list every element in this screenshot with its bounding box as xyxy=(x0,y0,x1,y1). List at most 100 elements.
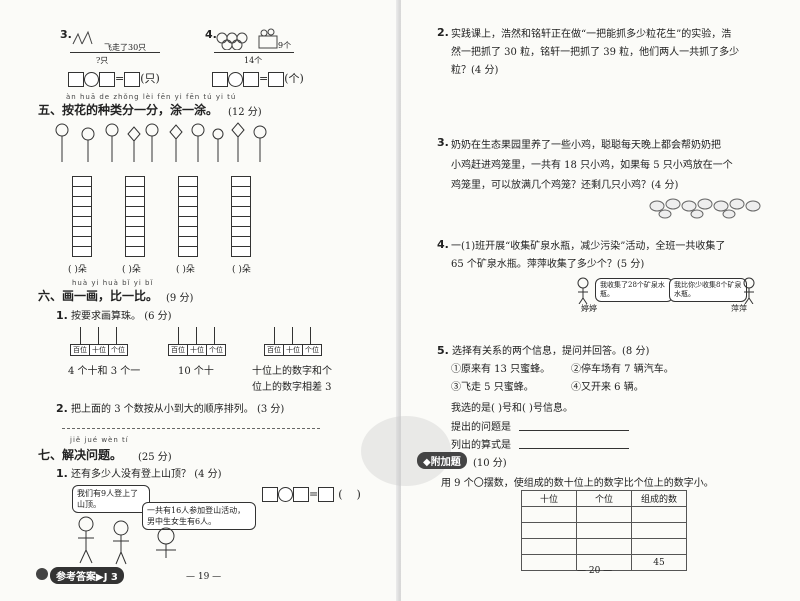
r-q2-text: 实践课上，浩然和铭轩正在做“一把能抓多少粒花生”的实验，浩然一把抓了 30 粒，… xyxy=(451,29,740,76)
operator-circle[interactable] xyxy=(278,487,293,502)
pears-illustration xyxy=(216,32,248,50)
abacus-b-label: 10 个十 xyxy=(178,366,214,377)
r-q5-opt3: ③飞走 5 只蜜蜂。 xyxy=(451,382,534,393)
q4-brace xyxy=(214,52,294,53)
q3-unit: (只) xyxy=(140,72,160,85)
q4-equation: =(个) xyxy=(212,70,304,87)
q3-brace xyxy=(70,52,160,53)
sec5-score: (12 分) xyxy=(228,107,262,118)
operator-circle[interactable] xyxy=(84,71,99,87)
watermark-seal xyxy=(361,416,451,486)
color-bar-3[interactable] xyxy=(178,176,198,257)
abacus-b[interactable]: 百位十位个位 xyxy=(168,344,226,356)
operator-circle[interactable] xyxy=(228,71,243,87)
sec6-score: (9 分) xyxy=(166,293,194,304)
answer-box[interactable] xyxy=(262,487,278,502)
pingping-bubble: 我比你少收集8个矿泉水瓶。 xyxy=(669,278,747,302)
extra-title: ◆附加题 xyxy=(417,452,467,469)
sec6-q2-answer-line[interactable] xyxy=(62,428,320,429)
answer-box[interactable] xyxy=(124,71,141,87)
book-gutter xyxy=(396,0,404,601)
chicks-illustration xyxy=(649,198,761,219)
sec7-score: (25 分) xyxy=(138,452,172,463)
sec6-q2-text: 把上面的 3 个数按从小到大的顺序排列。 xyxy=(71,404,254,415)
answer-box[interactable] xyxy=(318,487,335,502)
abacus-c[interactable]: 百位十位个位 xyxy=(264,344,322,356)
page-number-19: — 19 — xyxy=(186,572,222,582)
r-q5-ask-label: 提出的问题是 xyxy=(451,422,511,433)
r-q5-opt1: ①原来有 13 只蜜蜂。 xyxy=(451,364,551,375)
answer-box[interactable] xyxy=(268,71,285,87)
color-bar-1[interactable] xyxy=(72,176,92,257)
r-q5-ask-line[interactable] xyxy=(519,430,629,431)
r-q5-formula-line[interactable] xyxy=(519,448,629,449)
sec7-q1: 1. 还有多少人没有登上山顶？ (4 分) xyxy=(56,465,222,480)
flower-count-3: ( )朵 xyxy=(176,265,195,275)
footer-logo-icon xyxy=(36,568,48,580)
abacus-a[interactable]: 百位十位个位 xyxy=(70,344,128,356)
girl-tingting-icon xyxy=(577,277,589,304)
answer-box[interactable] xyxy=(243,71,259,87)
sec7-pinyin: jiě jué wèn tí xyxy=(70,436,129,444)
q4-count: 9个 xyxy=(278,41,292,50)
answer-table[interactable]: 十位个位组成的数 45 xyxy=(521,490,687,571)
answer-box[interactable] xyxy=(293,487,309,502)
color-bar-4[interactable] xyxy=(231,176,251,257)
sec7-q1-number: 1. xyxy=(56,467,68,480)
sec6-q1: 1. 按要求画算珠。 (6 分) xyxy=(56,307,172,322)
sec7-q1-text: 还有多少人没有登上山顶？ xyxy=(71,469,192,480)
r-q3-number: 3. xyxy=(437,136,449,149)
sec6-pinyin: huà yi huà bǐ yi bǐ xyxy=(72,279,154,287)
abacus-a-label: 4 个十和 3 个一 xyxy=(68,366,141,377)
abacus-c-label-1: 十位上的数字和个 xyxy=(252,366,332,377)
right-page: 2. 实践课上，浩然和铭轩正在做“一把能抓多少粒花生”的实验，浩然一把抓了 30… xyxy=(361,0,800,601)
extra-text: 用 9 个〇摆数，使组成的数十位上的数字比个位上的数字小。 xyxy=(441,478,714,489)
r-q5: 5. 选择有关系的两个信息，提问并回答。(8 分) xyxy=(437,342,649,357)
sec6-q2: 2. 把上面的 3 个数按从小到大的顺序排列。 (3 分) xyxy=(56,400,284,415)
sec6-q2-number: 2. xyxy=(56,402,68,415)
hikers-illustration xyxy=(78,516,176,565)
example-number: 45 xyxy=(631,554,687,571)
sec6-q1-score: (6 分) xyxy=(144,311,172,322)
q4-total: 14个 xyxy=(244,56,263,65)
r-q5-choose: 我选的是( )号和( )号信息。 xyxy=(451,403,573,414)
sec5-title: 五、按花的种类分一分，涂一涂。 xyxy=(38,103,219,117)
color-bar-2[interactable] xyxy=(125,176,145,257)
sec5-pinyin: àn huā de zhǒng lèi fēn yi fēn tú yi tú xyxy=(66,93,237,101)
flower-count-2: ( )朵 xyxy=(122,265,141,275)
q4-number: 4. xyxy=(205,28,217,41)
r-q5-score: (8 分) xyxy=(622,346,650,357)
page-number-20: — 20 — xyxy=(577,566,613,576)
sec7-q1-score: (4 分) xyxy=(194,469,222,480)
sec6-q1-text: 按要求画算珠。 xyxy=(71,311,142,322)
sec7-title: 七、解决问题。 xyxy=(38,448,123,462)
q3-number: 3. xyxy=(60,28,72,41)
r-q5-number: 5. xyxy=(437,344,449,357)
pingping-name: 萍萍 xyxy=(731,304,747,313)
header-ones: 个位 xyxy=(576,490,632,507)
header-number: 组成的数 xyxy=(631,490,687,507)
left-page: 3. 飞走了30只 ?只 =(只) 4. 9个 14个 =(个) àn huā … xyxy=(0,0,399,601)
basket-icon xyxy=(258,28,278,49)
girl-pingping-icon xyxy=(743,277,755,304)
sec6-q1-number: 1. xyxy=(56,309,68,322)
r-q5-formula-label: 列出的算式是 xyxy=(451,440,511,451)
r-q4-number: 4. xyxy=(437,238,449,251)
sec6-q2-score: (3 分) xyxy=(256,404,285,415)
answer-box[interactable] xyxy=(212,71,228,87)
flower-count-4: ( )朵 xyxy=(232,265,251,275)
tingting-bubble: 我收集了28个矿泉水瓶。 xyxy=(595,278,673,302)
r-q2-number: 2. xyxy=(437,26,449,39)
answer-box[interactable] xyxy=(68,71,84,87)
q3-unknown: ?只 xyxy=(96,56,109,65)
birds-illustration xyxy=(72,30,93,45)
answer-key-badge[interactable]: 参考答案▶J 3 xyxy=(50,567,124,584)
tingting-name: 婷婷 xyxy=(581,304,597,313)
flowers-illustration xyxy=(55,122,267,162)
answer-box[interactable] xyxy=(99,71,115,87)
q4-unit: (个) xyxy=(284,72,304,85)
header-tens: 十位 xyxy=(521,490,577,507)
r-q5-opt2: ②停车场有 7 辆汽车。 xyxy=(571,364,674,375)
r-q5-text: 选择有关系的两个信息，提问并回答。 xyxy=(452,346,623,357)
